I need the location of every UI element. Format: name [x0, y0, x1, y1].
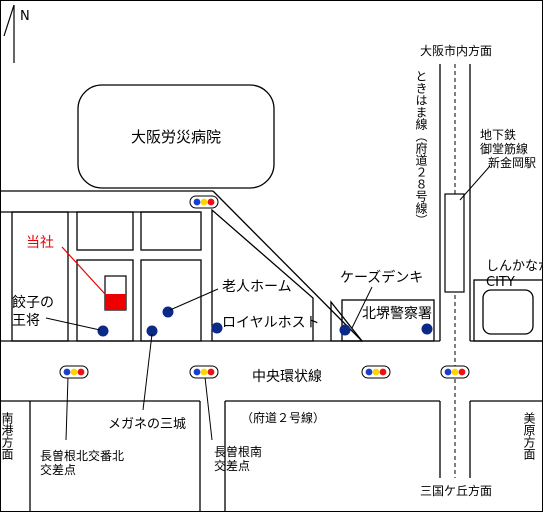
traffic-signal-north: [189, 195, 219, 209]
osaka-direction-label: 大阪市内方面: [420, 43, 492, 58]
nursing-home-dot: [162, 306, 174, 318]
subway-label-line1: 地下鉄: [480, 127, 516, 142]
mihara-direction-label: 美原方面: [522, 412, 536, 460]
subway-label-line2: 御堂筋線: [480, 141, 528, 156]
gyoza-label-line2: 王将: [12, 313, 40, 329]
hospital-building: [77, 84, 275, 189]
road-lines: [0, 64, 543, 512]
shop-dots: [97, 306, 433, 337]
shinkanaka-city-building: [482, 289, 534, 335]
megane-dot: [146, 325, 158, 337]
hospital-label: 大阪労災病院: [131, 128, 221, 146]
main-road-label: 中央環状線: [252, 369, 322, 385]
leader-lines: [45, 165, 491, 441]
traffic-signal-nagasone-kitaban: [59, 365, 89, 379]
nankou-direction-label: 南港方面: [0, 411, 14, 460]
nagasone-minami-label-line1: 長曽根南: [214, 444, 262, 459]
traffic-signal-tokiwama: [440, 365, 470, 379]
shinkanaka-label-line2: CITY: [486, 275, 515, 290]
subway-label-line3: 新金岡駅: [488, 155, 536, 170]
royal-host-label: ロイヤルホスト: [222, 315, 320, 331]
tokiwama-road-label: ときはま線（府道２８号線）: [414, 70, 428, 226]
north-label: N: [20, 9, 30, 24]
megane-label: メガネの三城: [108, 417, 186, 432]
pref-road2-label: （府道２号線）: [241, 410, 325, 425]
royal-host-dot: [211, 322, 223, 334]
gyoza-dot: [97, 325, 109, 337]
police-label: 北堺警察署: [362, 305, 432, 322]
city-blocks: [11, 208, 543, 342]
nagasone-kitaban-label-line1: 長曽根北交番北: [40, 448, 124, 463]
shinkanaka-label-line1: しんかなか: [486, 259, 543, 274]
traffic-signal-east: [361, 365, 391, 379]
nagasone-kitaban-label-line2: 交差点: [40, 462, 76, 477]
gyoza-label-line1: 餃子の: [12, 294, 54, 311]
our-company-marker: [105, 294, 126, 310]
police-dot: [421, 323, 433, 335]
traffic-signal-nagasone-minami: [189, 365, 219, 379]
our-company-leader: [61, 246, 106, 295]
nagasone-minami-label-line2: 交差点: [214, 458, 250, 473]
north-arrow-icon: N: [3, 4, 30, 63]
ks-denki-label: ケーズデンキ: [340, 269, 423, 286]
shinkanaoka-station: [444, 193, 465, 293]
ks-denki-dot: [339, 324, 351, 336]
mikunigaoka-direction-label: 三国ケ丘方面: [420, 483, 492, 498]
our-company-label: 当社: [26, 235, 54, 251]
nursing-home-label: 老人ホーム: [222, 279, 292, 295]
